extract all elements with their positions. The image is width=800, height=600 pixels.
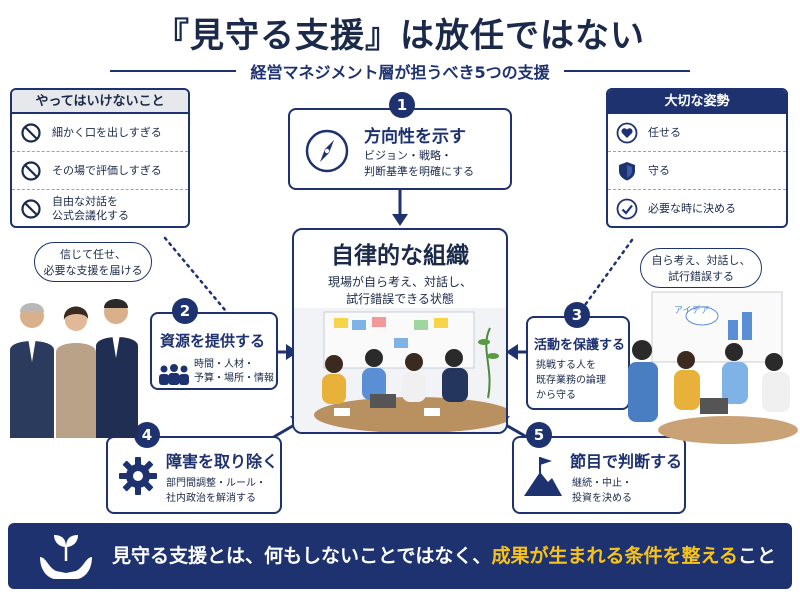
- subtitle-rule-left: [110, 70, 237, 72]
- donts-item: 自由な対話を 公式会議化する: [12, 190, 188, 226]
- step-2-title: 資源を提供する: [160, 332, 266, 350]
- step-5-desc: 継続・中止・ 投資を決める: [572, 476, 632, 506]
- step-1-title: 方向性を示す: [364, 127, 466, 147]
- hands-sprout-icon: [40, 535, 92, 579]
- step-1-desc: ビジョン・戦略・ 判断基準を明確にする: [364, 148, 474, 180]
- donts-item-text: その場で評価しすぎる: [52, 163, 162, 177]
- step-4-desc-line2: 社内政治を解消する: [166, 493, 256, 504]
- footer-text-a: 見守る支援とは、何もしないことではなく、: [112, 545, 492, 567]
- step-1-box: 1 方向性を示す ビジョン・戦略・ 判断基準を明確にする: [288, 92, 512, 190]
- step-4-number: 4: [134, 422, 160, 448]
- step-5-title: 節目で判断する: [570, 452, 683, 471]
- step-3-number: 3: [564, 302, 590, 328]
- page-title: 『見守る支援』は放任ではない: [155, 16, 645, 56]
- center-desc: 現場が自ら考え、対話し、 試行錯誤できる状態: [294, 274, 506, 308]
- heart-icon: [616, 122, 638, 143]
- step-3-desc: 挑戦する人を 既存業務の論理 から守る: [536, 358, 606, 403]
- footer-banner: 見守る支援とは、何もしないことではなく、成果が生まれる条件を整えること: [8, 523, 792, 589]
- donts-item-text-2: 公式会議化する: [52, 209, 129, 222]
- subtitle-row: 経営マネジメント層が担うべき5つの支援: [110, 60, 691, 82]
- team-discussion-illustration: [628, 291, 798, 444]
- step-3-desc-line2: 既存業務の論理: [536, 375, 606, 386]
- footer-text-highlight: 成果が生まれる条件を整える: [491, 545, 738, 567]
- attitude-item: 守る: [608, 152, 786, 190]
- step-2-number: 2: [172, 298, 198, 324]
- step-3-desc-line1: 挑戦する人を: [536, 360, 596, 371]
- connector-donts-dotted: [163, 236, 227, 312]
- check-circle-icon: [616, 198, 638, 220]
- step-5-desc-line2: 投資を決める: [572, 493, 632, 504]
- step-3-box: 3 活動を保護する 挑戦する人を 既存業務の論理 から守る: [526, 302, 630, 410]
- shield-icon: [619, 161, 635, 180]
- attitude-item: 必要な時に決める: [608, 190, 786, 226]
- center-desc-line2: 試行錯誤できる状態: [346, 292, 454, 306]
- leaders-speech-bubble: 信じて任せ、 必要な支援を届ける: [34, 242, 152, 282]
- donts-item-text: 自由な対話を: [52, 195, 118, 208]
- prohibited-icon: [21, 160, 41, 181]
- center-title: 自律的な組織: [331, 243, 469, 269]
- donts-item: その場で評価しすぎる: [12, 152, 188, 190]
- step-3-desc-line3: から守る: [536, 390, 576, 401]
- team-bubble-line1: 自ら考え、対話し、: [651, 254, 751, 267]
- step-5-box: 5 節目で判断する 継続・中止・ 投資を決める: [512, 422, 686, 514]
- donts-item: 細かく口を出しすぎる: [12, 114, 188, 152]
- step-4-title: 障害を取り除く: [166, 452, 279, 471]
- step-1-number: 1: [389, 92, 415, 118]
- team-bubble-line2: 試行錯誤する: [668, 270, 734, 283]
- attitude-item-label: 任せる: [648, 125, 681, 139]
- donts-panel: やってはいけないこと 細かく口を出しすぎる その場で評価しすぎる 自由な対話を …: [10, 88, 190, 228]
- step-4-desc-line1: 部門間調整・ルール・: [166, 478, 266, 489]
- people-icon: [159, 364, 189, 385]
- executives-illustration: [10, 299, 138, 438]
- donts-item-text: 細かく口を出しすぎる: [52, 125, 162, 139]
- attitude-item-label: 守る: [648, 163, 670, 177]
- footer-text: 見守る支援とは、何もしないことではなく、成果が生まれる条件を整えること: [112, 523, 776, 589]
- step-1-desc-line1: ビジョン・戦略・: [364, 149, 452, 162]
- center-box: 自律的な組織 現場が自ら考え、対話し、 試行錯誤できる状態: [292, 228, 508, 434]
- center-desc-line1: 現場が自ら考え、対話し、: [327, 275, 472, 289]
- step-5-desc-line1: 継続・中止・: [572, 478, 632, 489]
- step-4-desc: 部門間調整・ルール・ 社内政治を解消する: [166, 476, 266, 506]
- subtitle-rule-right: [563, 70, 691, 72]
- footer-text-c: こと: [737, 545, 776, 567]
- prohibited-icon: [21, 122, 41, 143]
- donts-header: やってはいけないこと: [12, 90, 188, 114]
- attitude-panel: 大切な姿勢 任せる 守る 必要な時に決める: [606, 88, 788, 228]
- prohibited-icon: [21, 199, 41, 219]
- team-speech-bubble: 自ら考え、対話し、 試行錯誤する: [640, 248, 762, 288]
- whiteboard-idea-note: アイデア: [674, 306, 710, 316]
- step-1-desc-line2: 判断基準を明確にする: [364, 165, 475, 178]
- step-3-title: 活動を保護する: [534, 338, 626, 353]
- compass-icon: [305, 129, 349, 173]
- step-2-desc-line1: 時間・人材・: [194, 359, 254, 370]
- connector-attitude-dotted: [583, 238, 634, 307]
- step-2-box: 2 資源を提供する 時間・人材・ 予算・場所・情報: [150, 298, 278, 390]
- leaders-bubble-line2: 必要な支援を届ける: [43, 264, 143, 277]
- attitude-item-label: 必要な時に決める: [648, 202, 736, 215]
- attitude-header: 大切な姿勢: [608, 90, 786, 114]
- step-4-box: 4 障害を取り除く 部門間調整・ルール・ 社内政治を解消する: [106, 422, 282, 514]
- attitude-item: 任せる: [608, 114, 786, 152]
- gear-icon: [119, 457, 157, 495]
- page-subtitle: 経営マネジメント層が担うべき5つの支援: [250, 63, 550, 82]
- team-meeting-illustration: [294, 308, 506, 432]
- arrow-1-head: [392, 214, 408, 226]
- leaders-bubble-line1: 信じて任せ、: [60, 248, 126, 261]
- step-5-number: 5: [526, 422, 552, 448]
- step-2-desc-line2: 予算・場所・情報: [194, 373, 274, 384]
- flag-summit-icon: [524, 457, 562, 496]
- step-2-desc: 時間・人材・ 予算・場所・情報: [194, 358, 274, 386]
